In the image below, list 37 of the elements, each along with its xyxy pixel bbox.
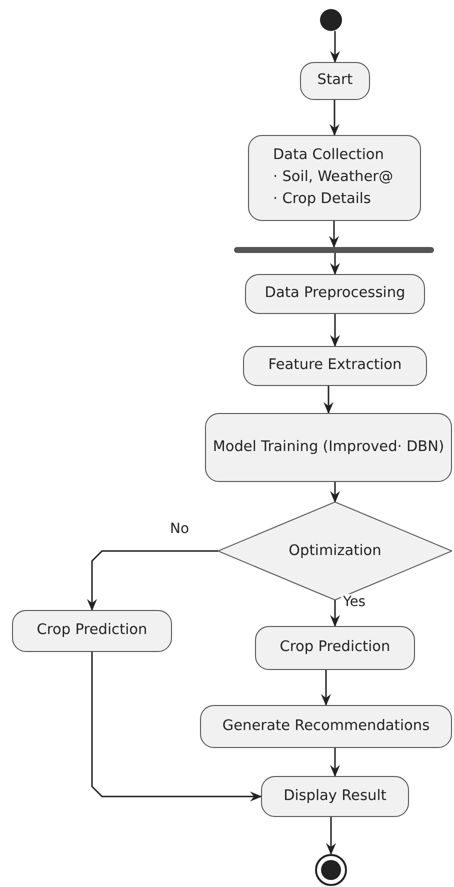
- activity-box: [300, 62, 370, 100]
- arrow: [326, 817, 336, 855]
- activity-box: [200, 705, 452, 748]
- arrow: [330, 748, 340, 777]
- arrow: [91, 652, 262, 802]
- arrow: [324, 386, 334, 414]
- start-node: [320, 9, 342, 31]
- activity-label: Crop Prediction: [36, 621, 148, 640]
- arrow: [330, 314, 340, 347]
- activity-title: Data Collection: [272, 146, 385, 166]
- activity-box: [255, 626, 415, 670]
- arrow: [329, 221, 339, 248]
- arrow: [87, 550, 218, 611]
- activity-label: Model Training (Improved· DBN): [212, 438, 446, 457]
- activity-box: [243, 346, 427, 386]
- bullet-item: · Crop Details: [272, 190, 372, 209]
- arrow: [330, 253, 340, 275]
- activity-label: Feature Extraction: [267, 356, 403, 376]
- arrow: [321, 670, 331, 706]
- bullet-item: · Soil, Weather@: [272, 168, 394, 188]
- fork-bar: [234, 247, 434, 253]
- arrow: [330, 100, 340, 136]
- activity-box: [248, 135, 421, 221]
- decision-label: Optimization: [288, 543, 382, 559]
- activity-box: [245, 274, 425, 314]
- arrow: [330, 31, 340, 63]
- end-node: [315, 854, 347, 886]
- activity-label: Data Preprocessing: [264, 284, 406, 304]
- arrow: [330, 600, 340, 627]
- activity-label: Start: [316, 71, 354, 90]
- activity-label: Display Result: [282, 786, 388, 806]
- activity-box: [12, 610, 172, 652]
- activity-box: [205, 413, 452, 482]
- activity-box: [261, 776, 409, 817]
- arrow: [330, 482, 340, 503]
- activity-label: Generate Recommendations: [221, 716, 431, 736]
- activity-label: Crop Prediction: [278, 638, 392, 658]
